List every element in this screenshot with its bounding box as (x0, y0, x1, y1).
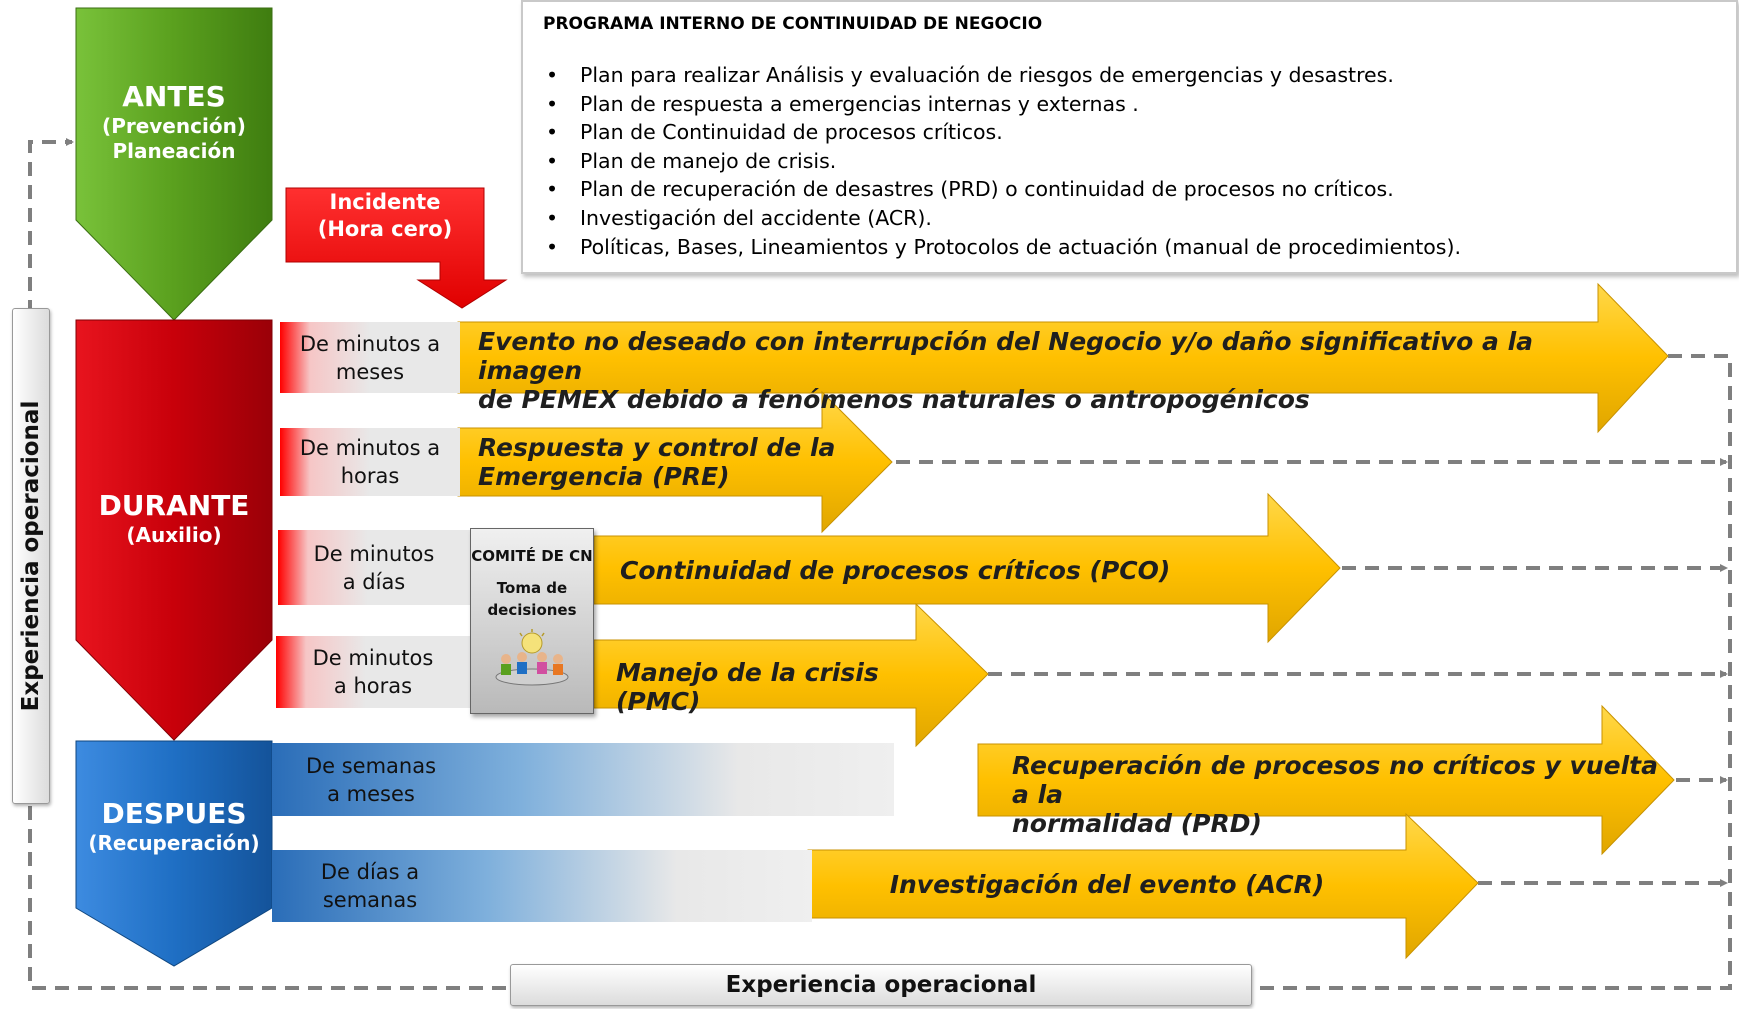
time-band-line: De minutos a (299, 331, 441, 356)
program-item: Investigación del accidente (ACR). (546, 204, 1716, 233)
pre-arrow-label: Respuesta y control de la Emergencia (PR… (478, 433, 858, 491)
time-band-line: a horas (333, 674, 413, 698)
despues-label: DESPUES (Recuperación) (76, 797, 272, 856)
program-item: Plan de recuperación de desastres (PRD) … (546, 175, 1716, 204)
durante-phase-arrow (75, 319, 273, 741)
evento-line: de PEMEX debido a fenómenos naturales o … (478, 385, 1310, 414)
evento-arrow (457, 282, 1669, 434)
prd-line: Recuperación de procesos no críticos y v… (1012, 751, 1658, 809)
program-list: Plan para realizar Análisis y evaluación… (543, 61, 1716, 261)
program-item: Plan de manejo de crisis. (546, 147, 1716, 176)
experience-side-label: Experiencia operacional (12, 308, 50, 804)
program-title: PROGRAMA INTERNO DE CONTINUIDAD DE NEGOC… (543, 14, 1043, 34)
experience-side-text: Experiencia operacional (18, 400, 44, 712)
acr-arrow (807, 812, 1479, 960)
time-band-line: De días a (320, 860, 420, 884)
durante-subtitle: (Auxilio) (126, 523, 222, 547)
despues-subtitle: (Recuperación) (88, 831, 260, 855)
acr-arrow-label: Investigación del evento (ACR) (889, 870, 1325, 899)
time-band-line: De minutos (313, 541, 435, 566)
program-item: Plan para realizar Análisis y evaluación… (546, 61, 1716, 90)
time-band-line: semanas (322, 888, 418, 912)
time-band: De días a semanas (272, 850, 812, 922)
despues-phase-arrow (75, 740, 273, 967)
committee-text: Toma de decisiones (471, 577, 593, 621)
committee-title: COMITÉ DE CN (471, 547, 593, 565)
antes-label: ANTES (Prevención) Planeación (76, 80, 272, 164)
time-band: De minutos a horas (280, 428, 460, 496)
prd-line: normalidad (PRD) (1012, 809, 1262, 838)
prd-arrow-label: Recuperación de procesos no críticos y v… (1012, 751, 1672, 838)
time-band: De minutos a horas (276, 636, 470, 708)
meeting-people-icon (495, 629, 569, 686)
time-band: De minutos a meses (280, 322, 460, 393)
prd-arrow (977, 704, 1675, 856)
durante-label: DURANTE (Auxilio) (76, 489, 272, 548)
program-item: Plan de Continuidad de procesos críticos… (546, 118, 1716, 147)
committee-line: decisiones (487, 601, 577, 619)
antes-title: ANTES (122, 80, 226, 113)
pre-line: Emergencia (PRE) (478, 462, 730, 491)
experience-loop (28, 138, 1732, 990)
program-box: PROGRAMA INTERNO DE CONTINUIDAD DE NEGOC… (521, 0, 1738, 274)
time-band-line: De minutos (312, 646, 434, 670)
committee-box: COMITÉ DE CN Toma de decisiones (470, 528, 594, 714)
time-band-line: horas (340, 464, 400, 488)
program-item: Plan de respuesta a emergencias internas… (546, 90, 1716, 119)
program-item: Políticas, Bases, Lineamientos y Protoco… (546, 233, 1716, 262)
pmc-arrow (593, 602, 989, 748)
durante-title: DURANTE (98, 489, 250, 522)
time-band: De semanas a meses (272, 743, 894, 816)
evento-line: Evento no deseado con interrupción del N… (478, 327, 1534, 385)
evento-arrow-label: Evento no deseado con interrupción del N… (478, 327, 1598, 414)
pco-arrow (593, 492, 1341, 644)
committee-line: Toma de (496, 579, 568, 597)
time-band-line: De minutos a (299, 436, 441, 460)
time-band-line: meses (335, 359, 405, 384)
antes-phase-arrow (75, 7, 273, 321)
experience-bottom-label: Experiencia operacional (510, 964, 1252, 1006)
time-band-line: De semanas (305, 753, 437, 778)
time-band-line: a meses (327, 781, 415, 806)
pre-arrow (457, 390, 893, 534)
incident-title: Incidente (329, 190, 441, 214)
time-band-line: a días (342, 569, 406, 594)
antes-planning: Planeación (112, 139, 236, 163)
pre-line: Respuesta y control de la (478, 433, 836, 462)
pmc-arrow-label: Manejo de la crisis (PMC) (616, 658, 879, 716)
antes-subtitle: (Prevención) (102, 114, 246, 138)
pco-arrow-label: Continuidad de procesos críticos (PCO) (620, 556, 1171, 585)
incident-arrow (285, 187, 508, 309)
incident-subtitle: (Hora cero) (317, 217, 453, 241)
despues-title: DESPUES (101, 797, 247, 830)
time-band: De minutos a días (278, 530, 470, 605)
incident-label: Incidente (Hora cero) (300, 189, 470, 243)
